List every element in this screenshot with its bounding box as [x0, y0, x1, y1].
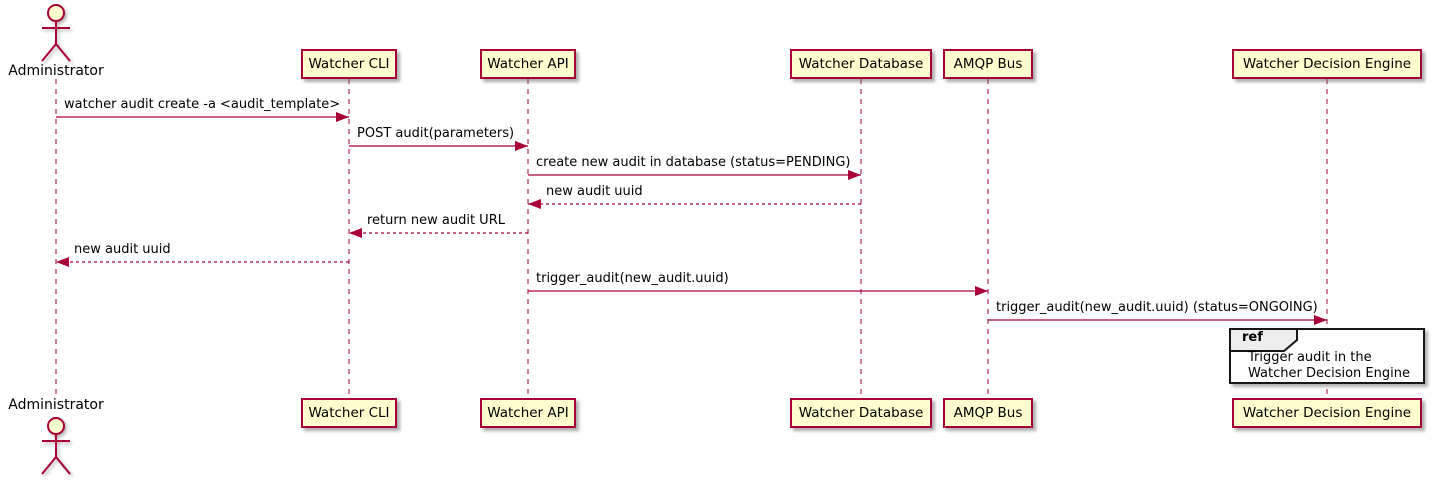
message-label-3: create new audit in database (status=PEN…: [536, 155, 851, 170]
ref-text-line-1: Trigger audit in the: [1248, 350, 1372, 365]
actor-figure-top: [41, 4, 71, 62]
arrowhead-3: [848, 170, 861, 180]
actor-figure-bottom: [41, 417, 71, 475]
ref-pentagon-shape: [1229, 328, 1298, 352]
message-label-7: trigger_audit(new_audit.uuid): [536, 271, 729, 286]
arrowhead-6: [56, 257, 69, 267]
participant-box-bottom-watcher-cli: Watcher CLI: [301, 398, 397, 428]
participant-box-top-watcher-database: Watcher Database: [790, 49, 932, 79]
arrowhead-2: [515, 141, 528, 151]
participant-box-top-watcher-decision-engine: Watcher Decision Engine: [1232, 49, 1422, 79]
actor-label-top: Administrator: [8, 63, 104, 79]
message-label-1: watcher audit create -a <audit_template>: [64, 97, 341, 112]
participant-box-top-watcher-api: Watcher API: [480, 49, 576, 79]
arrowhead-5: [349, 228, 362, 238]
message-label-5: return new audit URL: [367, 213, 505, 228]
participant-box-bottom-watcher-database: Watcher Database: [790, 398, 932, 428]
participant-box-bottom-amqp-bus: AMQP Bus: [943, 398, 1033, 428]
arrowhead-4: [528, 199, 541, 209]
actor-label-bottom: Administrator: [8, 397, 104, 413]
ref-keyword-label: ref: [1242, 330, 1263, 345]
arrowhead-8: [1314, 315, 1327, 325]
ref-keyword-pentagon: ref: [1229, 328, 1299, 352]
participant-box-top-watcher-cli: Watcher CLI: [301, 49, 397, 79]
message-label-4: new audit uuid: [546, 184, 643, 199]
ref-text-line-2: Watcher Decision Engine: [1248, 366, 1410, 381]
participant-box-top-amqp-bus: AMQP Bus: [943, 49, 1033, 79]
arrowhead-1: [336, 112, 349, 122]
arrowhead-7: [975, 286, 988, 296]
message-label-6: new audit uuid: [74, 242, 171, 257]
message-label-8: trigger_audit(new_audit.uuid) (status=ON…: [996, 300, 1318, 315]
participant-box-bottom-watcher-decision-engine: Watcher Decision Engine: [1232, 398, 1422, 428]
participant-box-bottom-watcher-api: Watcher API: [480, 398, 576, 428]
message-label-2: POST audit(parameters): [357, 126, 515, 141]
